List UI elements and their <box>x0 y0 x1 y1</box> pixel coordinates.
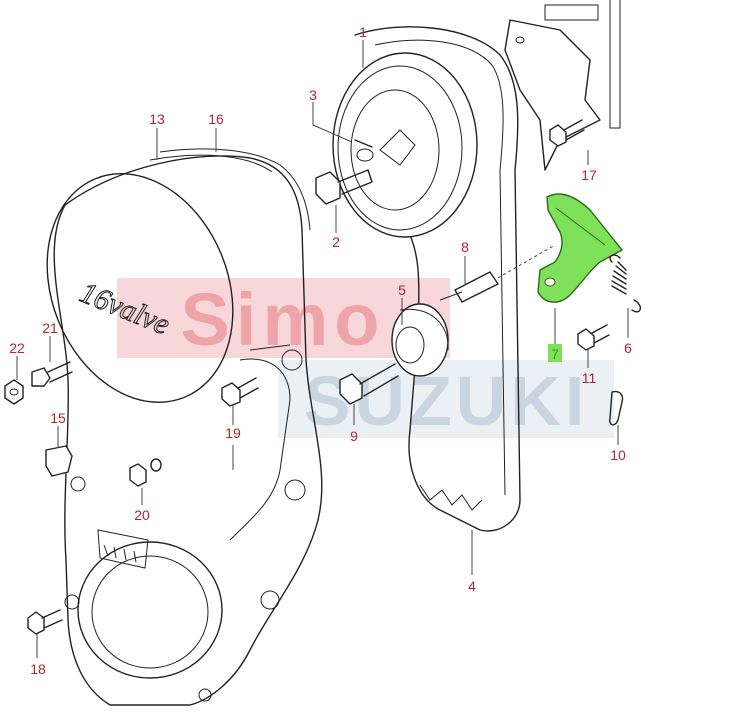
callout-16: 16 <box>208 111 224 127</box>
bolt-21 <box>31 361 73 387</box>
clip-10 <box>608 390 624 426</box>
callout-19: 19 <box>225 425 241 441</box>
tensioner-plate <box>537 193 624 303</box>
bolt-2 <box>315 169 373 205</box>
callout-1: 1 <box>359 24 367 40</box>
callout-9: 9 <box>350 428 358 444</box>
callout-8: 8 <box>461 239 469 255</box>
callout-13: 13 <box>149 111 165 127</box>
callout-5: 5 <box>398 282 406 298</box>
watermark: Simo SUZUKI <box>117 278 614 440</box>
callout-22: 22 <box>9 340 25 356</box>
pin <box>354 139 373 148</box>
callout-7: 7 <box>551 346 559 362</box>
camshaft-pulley <box>332 52 478 238</box>
bolt-17 <box>549 119 585 147</box>
tensioner-pulley <box>391 303 449 377</box>
callout-10: 10 <box>610 447 626 463</box>
bolt-19 <box>221 377 259 407</box>
bolt-18 <box>27 609 63 635</box>
nut-22 <box>4 379 24 405</box>
watermark-line1: Simo <box>181 278 386 361</box>
callout-6: 6 <box>624 340 632 356</box>
washer-20 <box>129 458 162 487</box>
callout-2: 2 <box>332 234 340 250</box>
grommet-15 <box>45 445 73 477</box>
callout-11: 11 <box>582 370 597 386</box>
stud-8 <box>439 244 556 303</box>
callout-4: 4 <box>468 578 476 594</box>
leader-lines <box>16 40 629 658</box>
timing-cover: 16valve <box>46 148 323 706</box>
callout-15: 15 <box>50 410 66 426</box>
callouts: 1 2 3 4 5 6 7 8 9 10 11 13 15 16 17 18 1… <box>9 24 632 677</box>
bolt-11 <box>577 324 610 351</box>
callout-17: 17 <box>581 167 597 183</box>
callout-3: 3 <box>309 87 317 103</box>
callout-7-highlight <box>548 344 562 362</box>
callout-18: 18 <box>30 661 46 677</box>
callout-21: 21 <box>42 320 58 336</box>
callout-20: 20 <box>134 507 150 523</box>
tension-spring <box>609 254 642 313</box>
bolt-9 <box>339 363 399 405</box>
